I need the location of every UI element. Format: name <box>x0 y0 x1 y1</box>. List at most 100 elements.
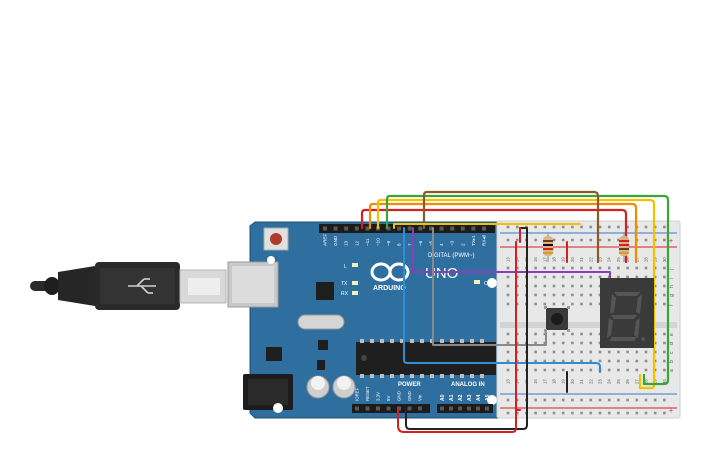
wires[interactable] <box>360 190 670 433</box>
breadboard-hole[interactable] <box>515 350 519 354</box>
breadboard-hole[interactable] <box>515 302 519 306</box>
breadboard-hole[interactable] <box>589 302 593 306</box>
breadboard-hole[interactable] <box>506 266 510 270</box>
digital-pin[interactable] <box>482 226 486 231</box>
breadboard-hole[interactable] <box>598 398 602 402</box>
breadboard-hole[interactable] <box>607 238 611 242</box>
breadboard-hole[interactable] <box>635 266 639 270</box>
breadboard-hole[interactable] <box>506 341 510 345</box>
breadboard-hole[interactable] <box>571 341 574 345</box>
breadboard-hole[interactable] <box>663 266 666 270</box>
breadboard-hole[interactable] <box>626 266 629 270</box>
breadboard-hole[interactable] <box>506 238 510 242</box>
breadboard-hole[interactable] <box>589 398 593 402</box>
breadboard-hole[interactable] <box>552 341 556 345</box>
breadboard-hole[interactable] <box>543 411 547 415</box>
breadboard-hole[interactable] <box>653 275 657 279</box>
breadboard-hole[interactable] <box>534 398 537 402</box>
wire-yellow-2[interactable] <box>393 223 581 229</box>
breadboard-hole[interactable] <box>571 238 574 242</box>
breadboard-hole[interactable] <box>561 411 565 415</box>
usb-cable[interactable] <box>30 262 227 310</box>
analog-pin[interactable] <box>485 406 489 411</box>
breadboard-hole[interactable] <box>626 225 629 229</box>
wire-gray[interactable] <box>432 227 547 346</box>
digital-pin[interactable] <box>407 226 412 231</box>
breadboard-hole[interactable] <box>506 411 510 415</box>
wire-purple[interactable] <box>412 227 611 279</box>
breadboard-hole[interactable] <box>663 411 666 415</box>
breadboard-hole[interactable] <box>561 284 565 288</box>
breadboard-hole[interactable] <box>543 359 547 363</box>
breadboard-hole[interactable] <box>580 332 583 336</box>
breadboard-hole[interactable] <box>515 238 519 242</box>
breadboard-hole[interactable] <box>644 350 648 354</box>
breadboard-hole[interactable] <box>607 266 611 270</box>
reset-button[interactable] <box>263 227 289 251</box>
breadboard-hole[interactable] <box>589 284 593 288</box>
wire-yellow-1[interactable] <box>376 198 656 390</box>
breadboard-hole[interactable] <box>515 368 519 372</box>
breadboard-hole[interactable] <box>589 238 593 242</box>
breadboard-hole[interactable] <box>580 275 583 279</box>
breadboard-hole[interactable] <box>552 238 556 242</box>
breadboard-hole[interactable] <box>561 341 565 345</box>
breadboard-hole[interactable] <box>580 350 583 354</box>
breadboard-hole[interactable] <box>663 398 666 402</box>
breadboard-hole[interactable] <box>589 266 593 270</box>
breadboard-hole[interactable] <box>653 398 657 402</box>
breadboard-hole[interactable] <box>663 359 666 363</box>
breadboard-hole[interactable] <box>663 332 666 336</box>
wire-green[interactable] <box>385 194 670 386</box>
breadboard-hole[interactable] <box>580 302 583 306</box>
breadboard-hole[interactable] <box>644 411 648 415</box>
breadboard-hole[interactable] <box>635 350 639 354</box>
breadboard-hole[interactable] <box>561 398 565 402</box>
breadboard-hole[interactable] <box>543 266 547 270</box>
digital-pin[interactable] <box>365 226 370 231</box>
breadboard-hole[interactable] <box>552 368 556 372</box>
breadboard-hole[interactable] <box>580 284 583 288</box>
breadboard-hole[interactable] <box>598 359 602 363</box>
seven-segment-display[interactable]: 8 <box>0 0 654 348</box>
breadboard-hole[interactable] <box>607 225 611 229</box>
digital-pin[interactable] <box>429 226 433 231</box>
breadboard-hole[interactable] <box>571 350 574 354</box>
breadboard-hole[interactable] <box>653 293 657 297</box>
breadboard-hole[interactable] <box>663 293 666 297</box>
pushbutton[interactable] <box>544 306 570 332</box>
breadboard-hole[interactable] <box>644 266 648 270</box>
breadboard-hole[interactable] <box>607 411 611 415</box>
breadboard-hole[interactable] <box>663 368 666 372</box>
breadboard-hole[interactable] <box>561 238 565 242</box>
breadboard-hole[interactable] <box>534 359 537 363</box>
breadboard-hole[interactable] <box>617 350 620 354</box>
digital-pin[interactable] <box>460 226 465 231</box>
breadboard-hole[interactable] <box>589 341 593 345</box>
breadboard-hole[interactable] <box>543 275 547 279</box>
breadboard-hole[interactable] <box>644 398 648 402</box>
breadboard-hole[interactable] <box>534 238 537 242</box>
breadboard-hole[interactable] <box>626 398 629 402</box>
digital-pin[interactable] <box>418 226 423 231</box>
breadboard-hole[interactable] <box>515 398 519 402</box>
breadboard-hole[interactable] <box>635 398 639 402</box>
breadboard-hole[interactable] <box>561 225 565 229</box>
breadboard-hole[interactable] <box>543 350 547 354</box>
breadboard-hole[interactable] <box>506 350 510 354</box>
breadboard-hole[interactable] <box>644 225 648 229</box>
breadboard-hole[interactable] <box>607 350 611 354</box>
breadboard-hole[interactable] <box>543 284 547 288</box>
breadboard-hole[interactable] <box>534 341 537 345</box>
breadboard-hole[interactable] <box>571 293 574 297</box>
breadboard-hole[interactable] <box>598 266 602 270</box>
analog-pin[interactable] <box>440 406 444 411</box>
breadboard-hole[interactable] <box>561 332 565 336</box>
breadboard-hole[interactable] <box>571 302 574 306</box>
breadboard-hole[interactable] <box>543 398 547 402</box>
analog-header[interactable] <box>437 404 493 413</box>
breadboard-hole[interactable] <box>617 359 620 363</box>
breadboard-hole[interactable] <box>617 238 620 242</box>
breadboard-hole[interactable] <box>543 332 547 336</box>
breadboard-hole[interactable] <box>589 368 593 372</box>
